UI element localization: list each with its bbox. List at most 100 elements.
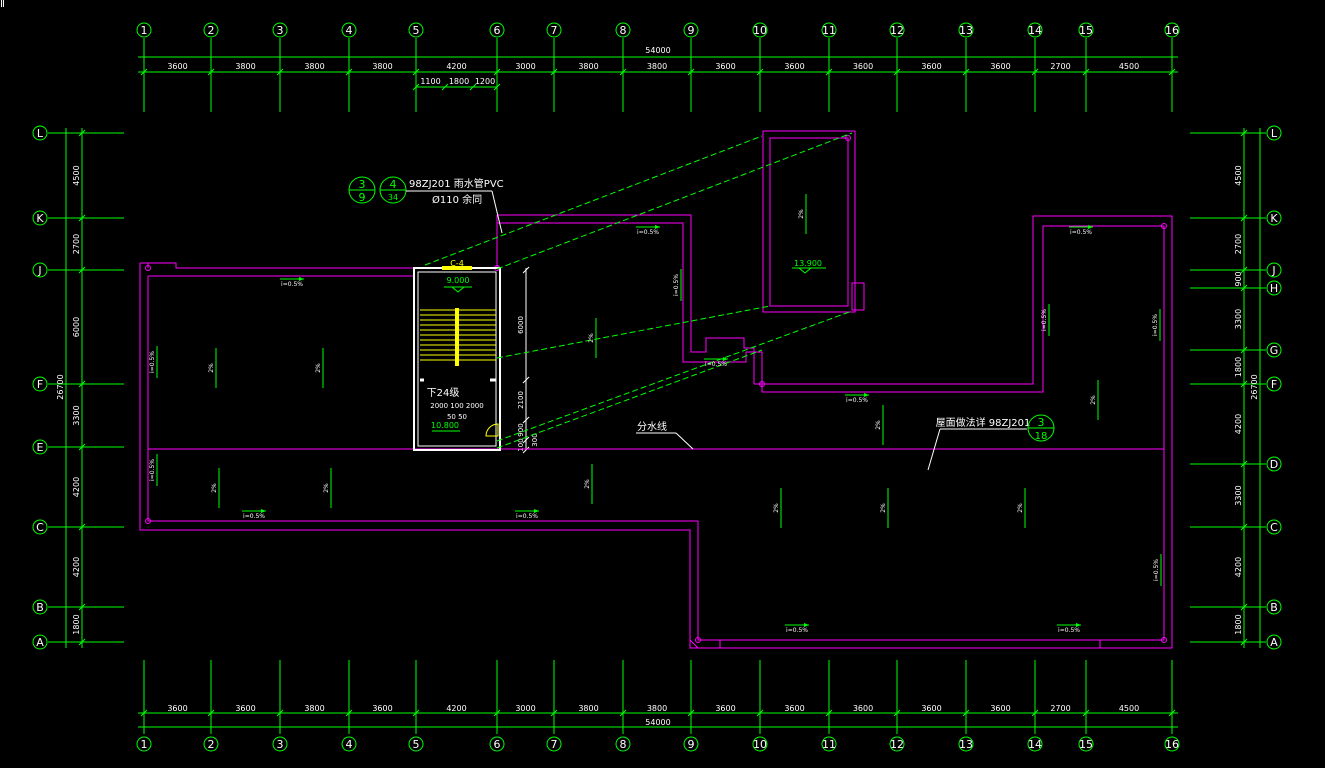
grid-bubble-top-8-circle [615,22,631,38]
tower-roof-level: 13.900 [794,259,822,268]
right-span-dim: 3300 [1234,485,1243,505]
projection-dashed-line [496,310,853,442]
grid-bubble-left-E-label: E [37,441,44,454]
slope-text: i=0.5% [1070,229,1092,236]
grid-bubble-top-2-label: 2 [208,24,215,37]
grid-bubble-top-3-label: 3 [277,24,284,37]
grid-bubble-top-5-label: 5 [413,24,420,37]
bottom-span-dim: 3600 [990,704,1010,713]
bottom-span-dim: 3600 [784,704,804,713]
roof-drain [845,135,851,141]
projection-dashed-line [496,132,853,270]
grid-bubble-right-J-label: J [1271,264,1275,277]
dim-tick [345,709,353,717]
bottom-span-dim: 3800 [578,704,598,713]
grid-bubble-right-K-circle [1266,210,1282,226]
slope-marker-vertical: i=0.5% [149,346,158,378]
grid-bubble-bottom-5-circle [408,736,424,752]
grid-bubble-bottom-3-circle [272,736,288,752]
dim-tick [1031,68,1039,76]
grid-bubble-right-F-label: F [1271,378,1277,391]
grid-bubble-bottom-12-circle [889,736,905,752]
bottom-span-dim: 4200 [446,704,466,713]
parapet-corner [140,262,149,268]
bottom-span-dim: 3600 [921,704,941,713]
grid-bubble-right-L-circle [1266,125,1282,141]
dim-tick [78,266,86,274]
top-span-dim: 3800 [372,62,392,71]
projection-dashed-line [496,349,763,449]
slope-tag-vertical: 2% [323,468,332,508]
right-span-dim: 2700 [1234,234,1243,254]
bottom-span-dim: 3800 [304,704,324,713]
roof-detail-top: 3 [1038,416,1045,429]
slope-arrowhead [261,509,266,513]
right-span-dim: 1800 [1234,614,1243,634]
grid-bubble-left-F-label: F [37,378,43,391]
dim-tick [78,443,86,451]
grid-bubble-bottom-13-circle [958,736,974,752]
top-span-dim: 3600 [853,62,873,71]
grid-bubble-bottom-6-circle [489,736,505,752]
tower-roof-step [851,282,865,311]
detail-circle-a-top: 3 [359,178,366,191]
right-span-dim: 900 [1234,271,1243,286]
slope-marker: i=0.5% [242,509,266,520]
slope-arrowhead [655,225,660,229]
grid-bubble-right-B-circle [1266,599,1282,615]
grid-bubble-right-J-circle [1266,262,1282,278]
grid-bubble-right-H-circle [1266,280,1282,296]
slope-tag-text: 2% [880,503,887,513]
dim-tick [1240,380,1248,388]
dim-tick [550,709,558,717]
dim-tick [276,709,284,717]
slope-text: i=0.5% [1058,627,1080,634]
grid-bubble-bottom-4-label: 4 [346,738,353,751]
roof-drain [145,518,151,524]
grid-bubble-bottom-8-circle [615,736,631,752]
slope-tag-text: 2% [323,483,330,493]
top-span-dim: 4500 [1119,62,1139,71]
grid-bubble-top-1-label: 1 [141,24,148,37]
left-span-dim: 6000 [72,317,81,337]
left-span-dim: 1800 [72,614,81,634]
dim-tick [1240,523,1248,531]
slope-tag-text: 2% [584,479,591,489]
top-span-dim: 3000 [515,62,535,71]
bottom-span-dim: 3800 [647,704,667,713]
dim-tick [276,68,284,76]
slope-arrowhead [299,277,304,281]
slope-arrowhead [1076,623,1081,627]
top-span-dim: 3800 [235,62,255,71]
grid-bubble-top-14-label: 14 [1028,24,1042,37]
grid-bubble-top-16-label: 16 [1165,24,1179,37]
slope-text: i=0.5% [673,274,680,296]
grid-bubble-right-D-label: D [1270,458,1278,471]
grid-bubble-bottom-14-circle [1027,736,1043,752]
top-span-dim: 3600 [990,62,1010,71]
parapet-outer [140,262,414,269]
grid-bubble-top-15-label: 15 [1079,24,1093,37]
grid-bubble-bottom-15-label: 15 [1079,738,1093,751]
slope-marker-vertical: i=0.5% [1153,554,1162,586]
slope-tag-text: 2% [211,483,218,493]
grid-bubble-top-6-circle [489,22,505,38]
grid-bubble-bottom-3-label: 3 [277,738,284,751]
slope-tag-vertical: 2% [1090,380,1099,420]
dim-tick [207,709,215,717]
grid-bubble-right-A-circle [1266,634,1282,650]
dim-tick [619,68,627,76]
dim-tick [756,709,764,717]
slope-tag-text: 2% [315,363,322,373]
grid-bubble-bottom-7-label: 7 [551,738,558,751]
dim-tick [962,709,970,717]
grid-bubble-right-D-circle [1266,456,1282,472]
slope-tag-vertical: 2% [211,468,220,508]
slope-text: i=0.5% [1153,559,1160,581]
bottom-total-dim: 54000 [645,718,670,727]
stair-extra-dim: 300 [531,433,539,446]
dim-tick [412,709,420,717]
grid-bubble-bottom-4-circle [341,736,357,752]
grid-bubble-top-11-circle [821,22,837,38]
